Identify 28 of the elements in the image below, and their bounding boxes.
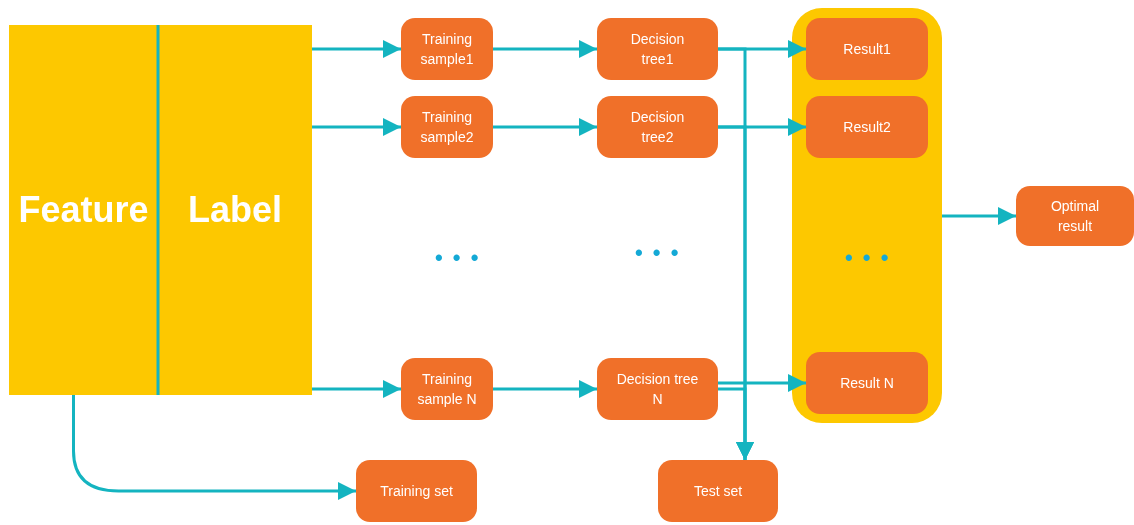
ellipsis-mark: • • • <box>635 240 681 266</box>
process-box: Training set <box>356 460 477 522</box>
arrow <box>312 118 401 136</box>
process-box: Training sample2 <box>401 96 493 158</box>
data-block: Feature <box>9 25 158 395</box>
process-box: Result N <box>806 352 928 414</box>
process-box: Training sample1 <box>401 18 493 80</box>
process-box: Result2 <box>806 96 928 158</box>
arrow <box>493 380 597 398</box>
process-box: Training sample N <box>401 358 493 420</box>
result-group-box <box>792 8 942 423</box>
arrow <box>718 387 754 460</box>
ellipsis-mark: • • • <box>845 245 891 271</box>
process-box: Test set <box>658 460 778 522</box>
ellipsis-mark: • • • <box>435 245 481 271</box>
data-block: Label <box>158 25 312 395</box>
arrow <box>72 395 356 500</box>
process-box: Decision tree N <box>597 358 718 420</box>
arrow <box>493 40 597 58</box>
arrow <box>942 207 1016 225</box>
process-box: Decision tree2 <box>597 96 718 158</box>
arrow <box>493 118 597 136</box>
process-box: Optimal result <box>1016 186 1134 246</box>
arrow <box>312 380 401 398</box>
arrow <box>718 374 806 392</box>
process-box: Result1 <box>806 18 928 80</box>
arrow <box>312 40 401 58</box>
process-box: Decision tree1 <box>597 18 718 80</box>
